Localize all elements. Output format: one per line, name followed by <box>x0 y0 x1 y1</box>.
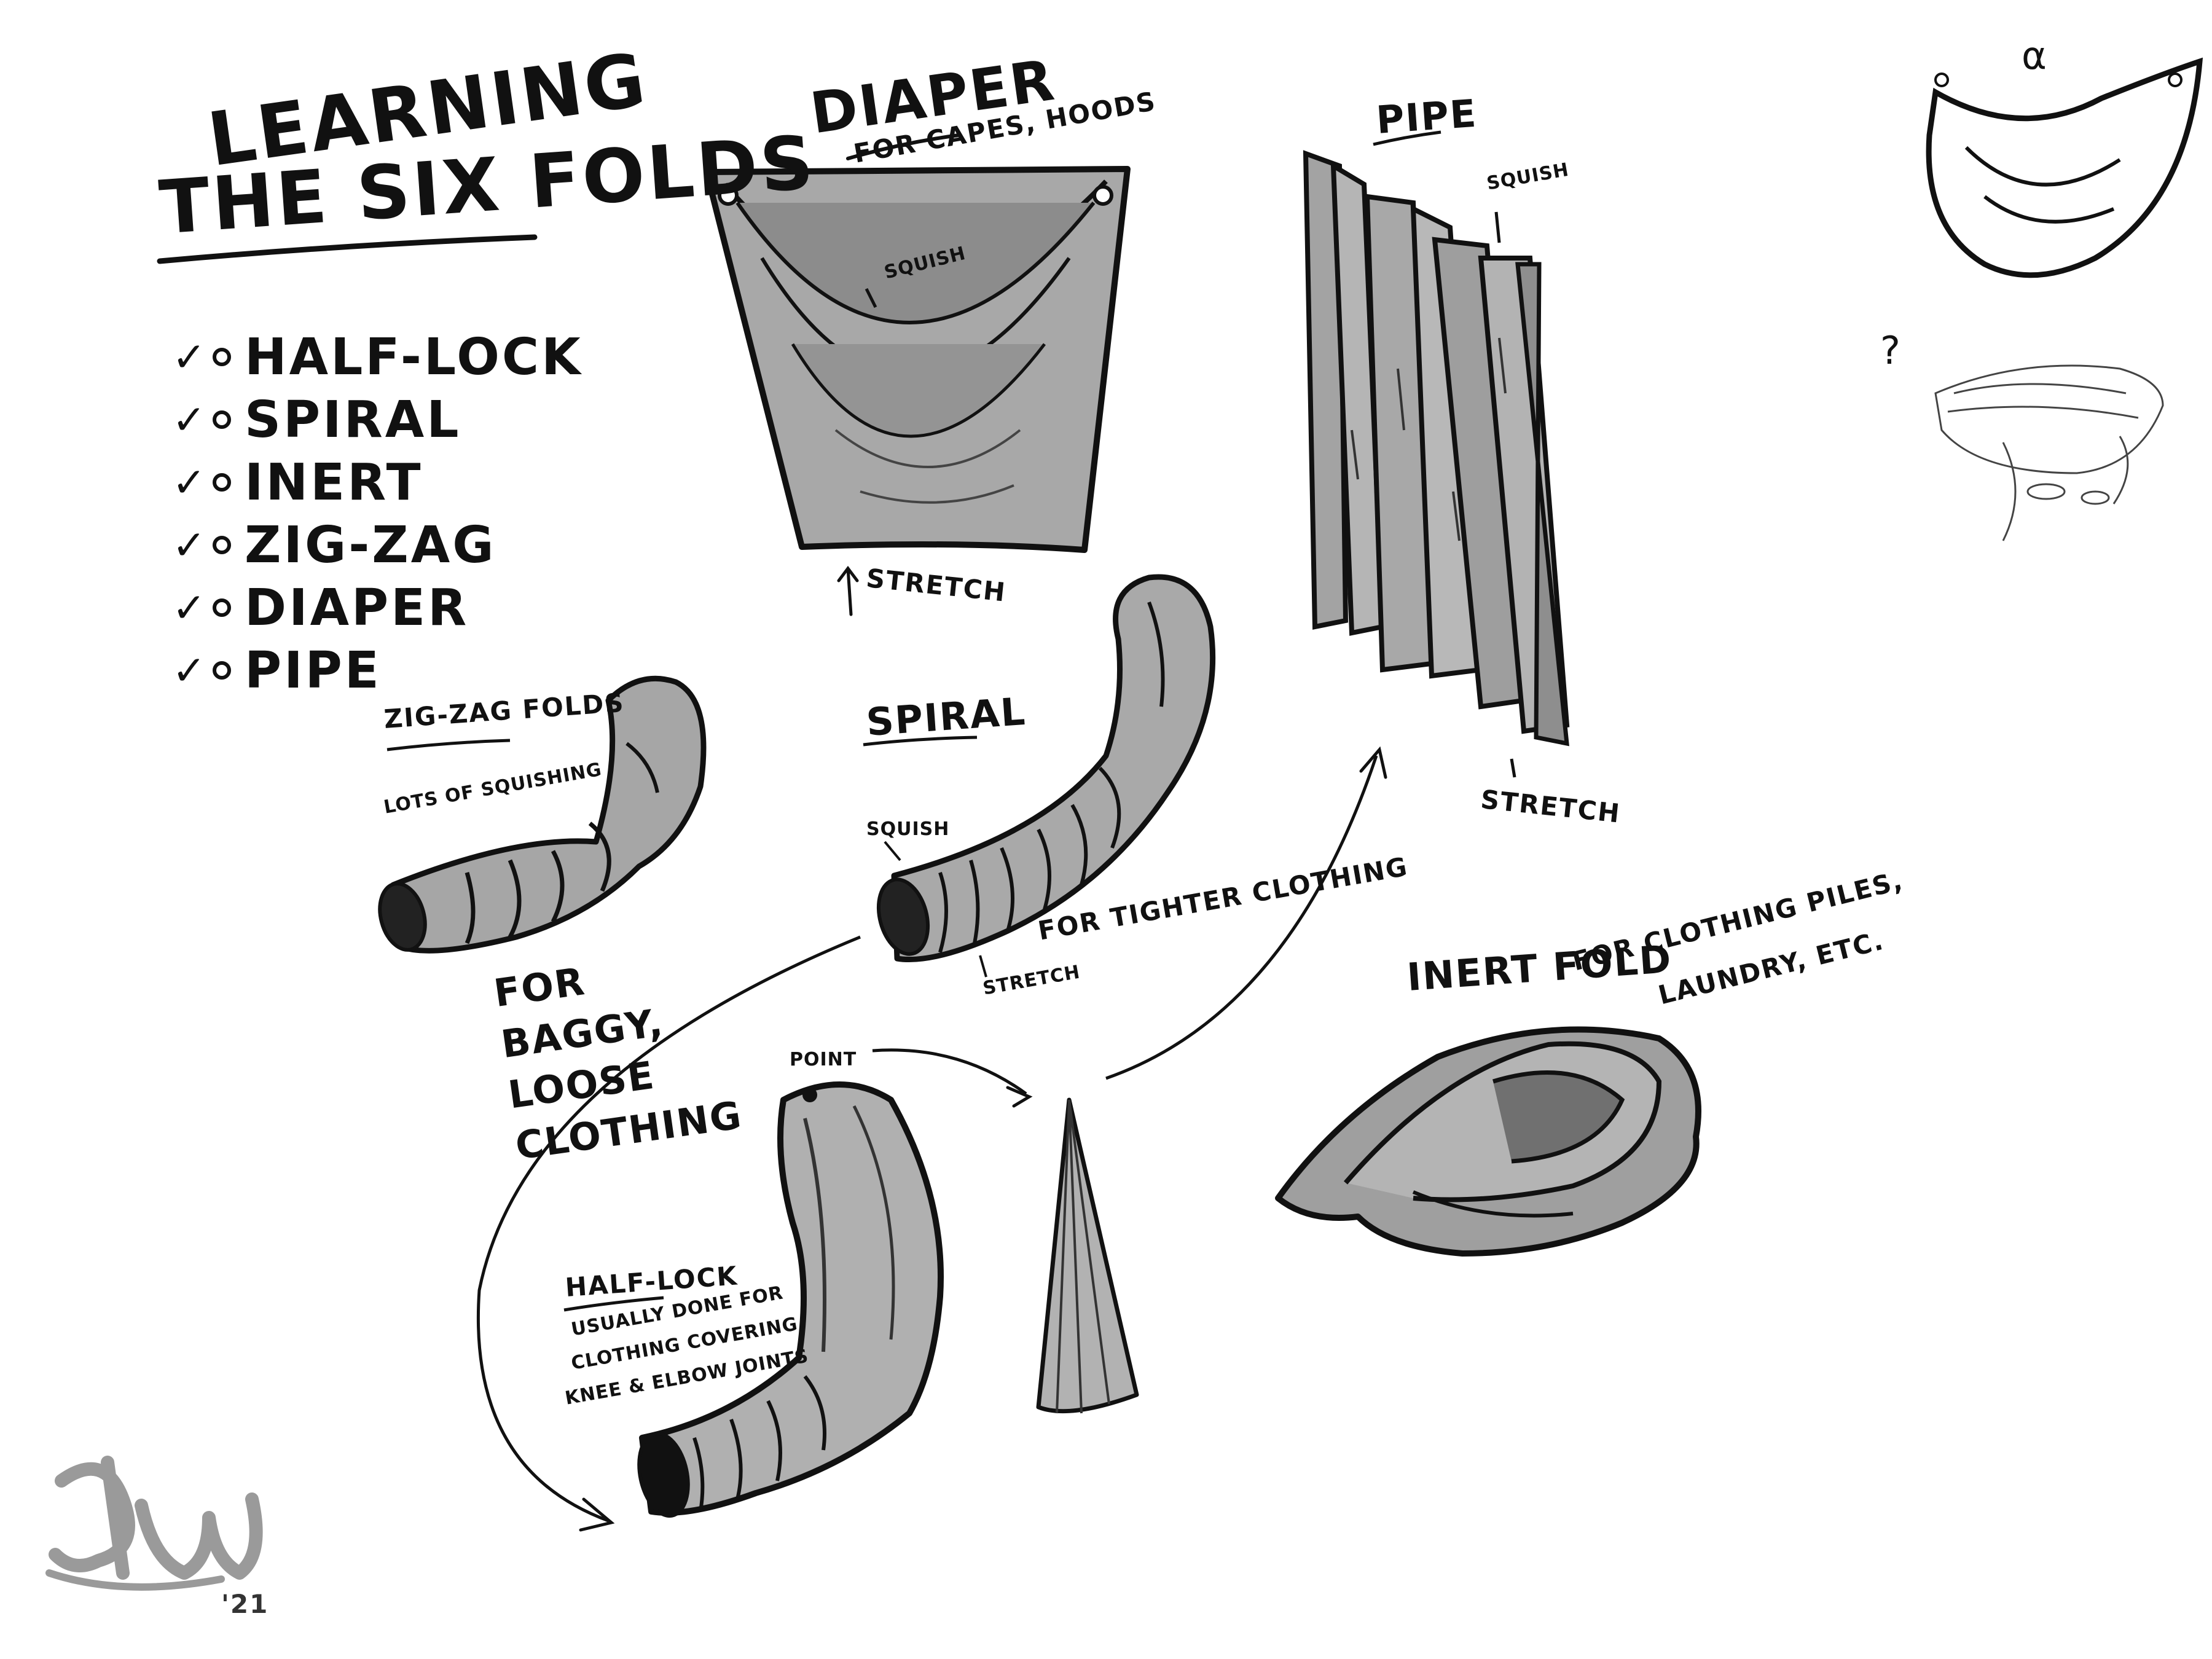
fold-checklist: ✓ HALF-LOCK ✓ SPIRAL ✓ INERT ✓ ZIG-ZAG ✓… <box>172 326 583 702</box>
zigzag-use-label: FOR BAGGY, LOOSE CLOTHING <box>491 959 745 1169</box>
checklist-item-label: INERT <box>245 453 423 512</box>
checklist-item-label: HALF-LOCK <box>245 327 583 386</box>
halflock-fold-illustration <box>637 1081 944 1518</box>
spiral-fold-illustration <box>876 574 1216 963</box>
pipe-squish-tick <box>1494 211 1501 243</box>
diaper-fold-illustration <box>704 166 1131 553</box>
pipe-title-underline <box>1373 130 1441 146</box>
spiral-squish-tick <box>884 841 901 861</box>
checklist-item-label: ZIG-ZAG <box>245 516 496 575</box>
zigzag-title-underline <box>386 739 511 751</box>
arrow-pointed-to-pipe-head <box>1359 746 1387 779</box>
checkmark-icon: ✓ <box>172 584 206 632</box>
inert-fold-illustration <box>1275 1026 1701 1257</box>
bullet-icon <box>213 598 231 617</box>
question-mark: ? <box>1880 328 1902 373</box>
spiral-title: SPIRAL <box>865 688 1028 745</box>
checklist-item: ✓ INERT <box>172 451 583 514</box>
signature-monogram <box>45 1456 263 1591</box>
spiral-squish-label: SQUISH <box>866 818 950 840</box>
bullet-icon <box>213 410 231 429</box>
spiral-stretch-tick <box>979 955 987 978</box>
halflock-title-underline <box>563 1296 664 1312</box>
pipe-stretch-tick <box>1510 758 1516 778</box>
diaper-title-underline <box>846 133 960 160</box>
title-underline <box>157 234 538 264</box>
checklist-item: ✓ PIPE <box>172 639 583 702</box>
point-label: POINT <box>790 1049 857 1070</box>
bullet-icon <box>213 473 231 492</box>
checkmark-icon: ✓ <box>172 646 206 694</box>
pipe-title: PIPE <box>1375 90 1479 143</box>
pointed-cloth-illustration <box>1036 1097 1139 1414</box>
checklist-item-label: SPIRAL <box>245 390 461 449</box>
bullet-icon <box>213 661 231 680</box>
checklist-item: ✓ HALF-LOCK <box>172 326 583 388</box>
pipe-fold-illustration <box>1303 150 1570 747</box>
arrow-spiral-to-halflock-head <box>579 1497 615 1532</box>
checklist-item-label: DIAPER <box>245 578 469 637</box>
checkmark-icon: ✓ <box>172 396 206 444</box>
spiral-title-underline <box>863 735 978 747</box>
diaper-stretch-arrow <box>837 565 859 616</box>
zigzag-fold-illustration <box>378 675 707 954</box>
checkmark-icon: ✓ <box>172 333 206 381</box>
arrow-point-to-pointed-cloth <box>872 1048 1027 1096</box>
bullet-icon <box>213 348 231 366</box>
side-sketch-alpha <box>1926 57 2203 278</box>
arrow-pointed-to-pipe <box>1105 755 1378 1080</box>
checkmark-icon: ✓ <box>172 458 206 506</box>
alpha-mark: α <box>2022 33 2048 78</box>
checklist-item: ✓ SPIRAL <box>172 388 583 451</box>
signature-year: '21 <box>221 1589 269 1619</box>
checklist-item: ✓ ZIG-ZAG <box>172 514 583 576</box>
checkmark-icon: ✓ <box>172 521 206 569</box>
arrow-point-to-pointed-cloth-head <box>1006 1086 1033 1108</box>
side-sketch-question <box>1934 364 2164 541</box>
checklist-item: ✓ DIAPER <box>172 576 583 639</box>
arrow-spiral-to-halflock <box>476 935 861 1523</box>
bullet-icon <box>213 536 231 554</box>
checklist-item-label: PIPE <box>245 641 382 700</box>
